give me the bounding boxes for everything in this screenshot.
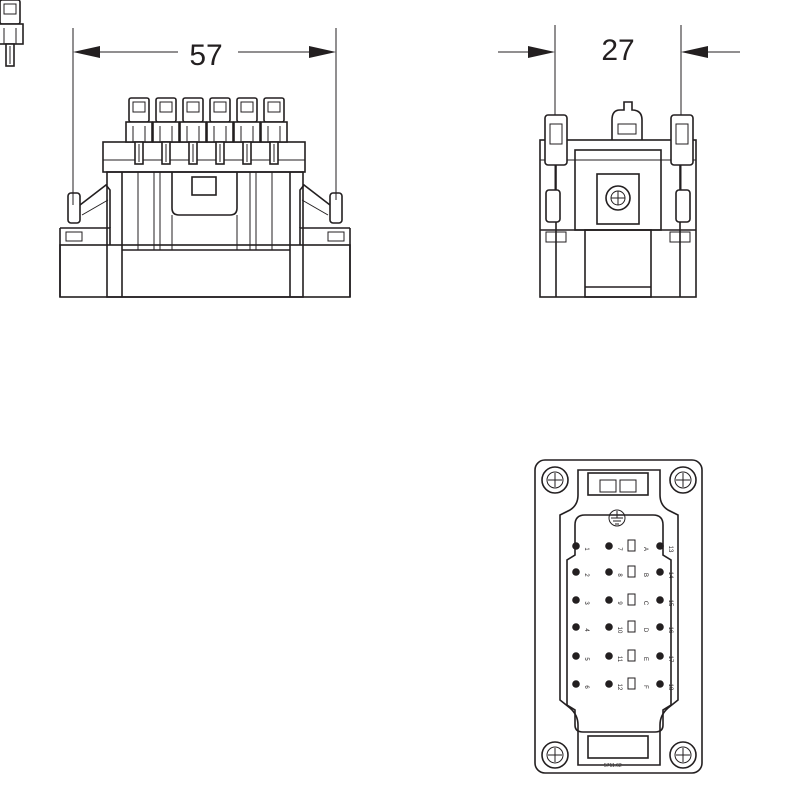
- contact-pin: [572, 652, 580, 660]
- contact-number: F: [642, 685, 648, 689]
- contact-slot: [627, 620, 636, 633]
- contact-pin: [656, 596, 664, 604]
- contact-number: 17: [667, 656, 673, 663]
- contact-pin: [656, 652, 664, 660]
- contact-number: 15: [667, 600, 673, 607]
- contact-number: 11: [616, 656, 622, 663]
- contact-number: 18: [667, 684, 673, 691]
- contact-pin: [572, 596, 580, 604]
- mounting-screw-icon: [541, 741, 569, 769]
- contact-pin: [605, 680, 613, 688]
- contact-pin: [656, 542, 664, 550]
- corner-screws: [541, 466, 697, 769]
- contact-pin: [656, 568, 664, 576]
- contact-pin: [605, 568, 613, 576]
- contact-slot: [627, 565, 636, 578]
- part-number-label: 5711.62: [604, 763, 622, 769]
- contact-number: 13: [667, 546, 673, 553]
- contact-number: E: [642, 657, 648, 661]
- contact-slot: [627, 677, 636, 690]
- contact-number: 4: [583, 628, 589, 632]
- contact-pin: [572, 568, 580, 576]
- width-dimension-label: 57: [189, 39, 222, 72]
- depth-dimension: 27: [498, 34, 740, 67]
- mounting-screw-icon: [605, 185, 631, 211]
- mounting-screw-icon: [669, 741, 697, 769]
- terminal-pins: [0, 0, 288, 165]
- depth-dimension-label: 27: [601, 34, 634, 67]
- contact-number: 8: [616, 573, 622, 577]
- contact-pin: [605, 652, 613, 660]
- contact-pin: [656, 623, 664, 631]
- contact-number: 14: [667, 572, 673, 579]
- contact-number: 7: [616, 547, 622, 551]
- contact-number: A: [642, 547, 648, 551]
- contact-number: 3: [583, 601, 589, 605]
- right-clamp: [670, 114, 694, 223]
- contact-number: 6: [583, 685, 589, 689]
- contact-pin: [656, 680, 664, 688]
- contact-number: 10: [616, 627, 622, 634]
- side-view: 27: [498, 25, 740, 298]
- width-dimension: 57: [73, 39, 336, 72]
- contact-pin: [572, 542, 580, 550]
- contact-pin: [605, 542, 613, 550]
- contact-pin: [605, 623, 613, 631]
- contact-number: 1: [583, 547, 589, 551]
- contact-number: B: [642, 573, 648, 577]
- contact-number: 5: [583, 657, 589, 661]
- contact-number: C: [642, 601, 648, 606]
- contact-number: 12: [616, 684, 622, 691]
- contact-slot: [627, 593, 636, 606]
- contact-number: 2: [583, 573, 589, 577]
- front-view: 57: [0, 0, 351, 298]
- mounting-screw-icon: [669, 466, 697, 494]
- contact-pin: [572, 680, 580, 688]
- contact-number: 9: [616, 601, 622, 605]
- contact-pin: [605, 596, 613, 604]
- contact-pin: [572, 623, 580, 631]
- mounting-screw-icon: [541, 466, 569, 494]
- contact-number: D: [642, 628, 648, 633]
- contact-number: 16: [667, 627, 673, 634]
- contact-slot: [627, 539, 636, 552]
- left-clamp: [544, 114, 568, 223]
- earth-ground-icon: [608, 509, 626, 527]
- contact-slot: [627, 649, 636, 662]
- face-view: 5711.62 123456789101112ABCDEF13141516171…: [534, 459, 703, 774]
